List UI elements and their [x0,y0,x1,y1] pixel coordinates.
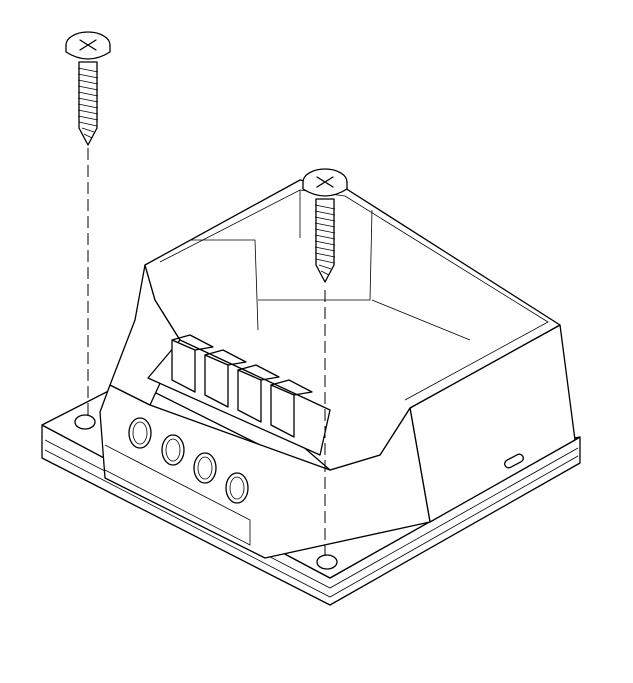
mounting-hole-front [316,554,338,570]
usb-port-icon [504,453,524,469]
terminal-block [147,334,331,456]
screw-icon [65,31,111,146]
mounting-hole-left [74,414,96,430]
cable-entry-holes [128,417,249,504]
screw-icon [302,168,348,283]
